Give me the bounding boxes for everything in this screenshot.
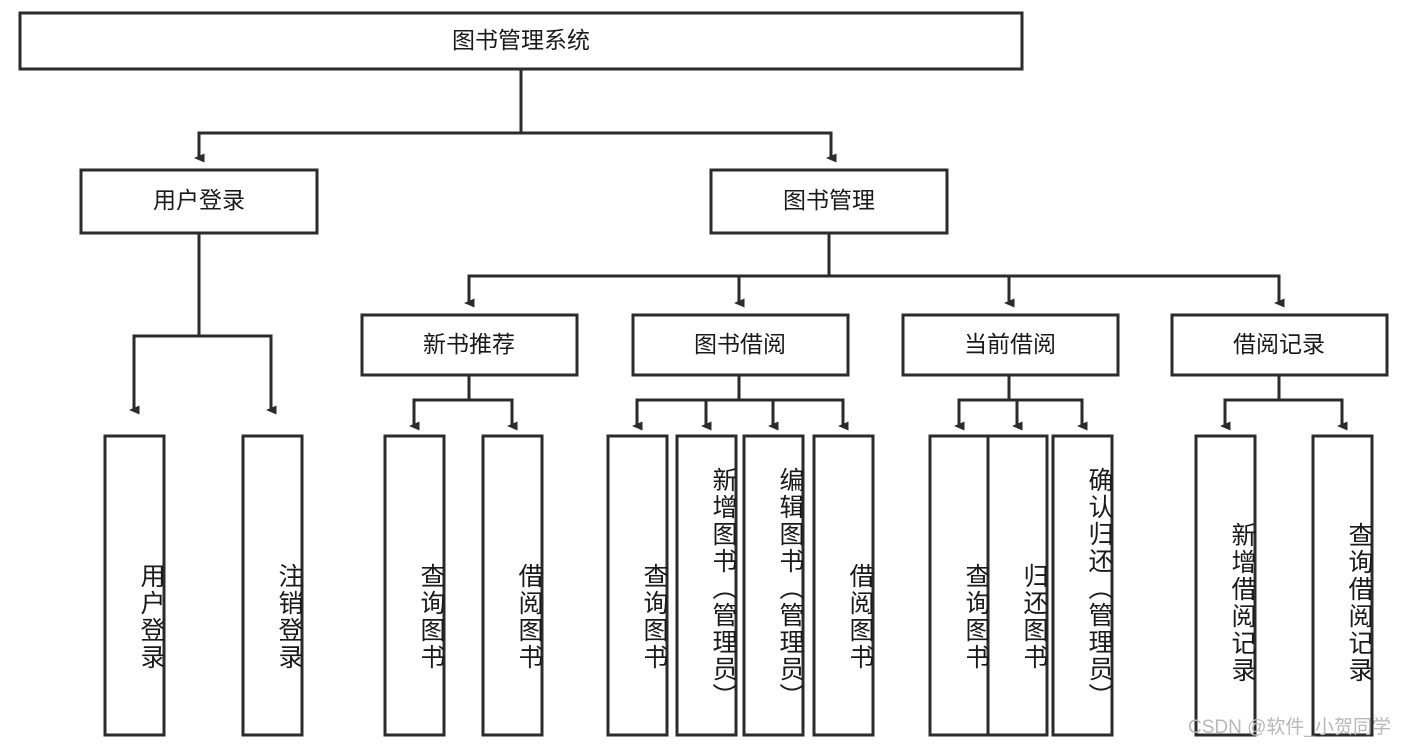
node-leaf-add-record[interactable] — [1194, 434, 1257, 737]
node-root[interactable]: 图书管理系统 — [18, 11, 1024, 71]
node-leaf-query-book-3[interactable] — [928, 434, 991, 737]
node-leaf-user-logout[interactable] — [241, 434, 304, 737]
node-leaf-edit-book[interactable] — [742, 434, 805, 737]
node-leaf-borrow-book-1[interactable] — [481, 434, 544, 737]
node-book-borrow[interactable]: 图书借阅 — [631, 313, 850, 377]
node-leaf-query-book-2[interactable] — [606, 434, 669, 737]
node-user-login[interactable]: 用户登录 — [79, 168, 319, 235]
node-leaf-query-record[interactable] — [1311, 434, 1374, 737]
node-book-manage[interactable]: 图书管理 — [709, 168, 949, 235]
node-leaf-user-login[interactable] — [103, 434, 166, 737]
connector-bookmanage-to-level3 — [464, 231, 1285, 308]
node-leaf-confirm-return[interactable] — [1051, 434, 1114, 737]
node-new-book-recommend-label: 新书推荐 — [423, 331, 515, 357]
connector-currentborrow-to-leaves — [954, 373, 1088, 431]
node-leaf-borrow-book-2[interactable] — [812, 434, 875, 737]
node-root-label: 图书管理系统 — [452, 27, 590, 53]
node-current-borrow[interactable]: 当前借阅 — [901, 313, 1120, 377]
connector-root-to-level2 — [194, 67, 837, 163]
connector-bookborrow-to-leaves — [632, 373, 849, 431]
node-new-book-recommend[interactable]: 新书推荐 — [360, 313, 579, 377]
node-current-borrow-label: 当前借阅 — [964, 331, 1056, 357]
node-book-borrow-label: 图书借阅 — [694, 331, 786, 357]
node-leaf-query-book-1[interactable] — [383, 434, 446, 737]
leaf-boxes — [103, 434, 1374, 737]
node-leaf-add-book[interactable] — [675, 434, 738, 737]
node-user-login-label: 用户登录 — [153, 187, 245, 213]
connector-userlogin-to-leaves — [129, 231, 277, 415]
node-borrow-record[interactable]: 借阅记录 — [1170, 313, 1389, 377]
connector-borrowrecord-to-leaves — [1220, 373, 1348, 431]
connector-newbook-to-leaves — [409, 373, 518, 431]
node-leaf-return-book[interactable] — [986, 434, 1049, 737]
node-book-manage-label: 图书管理 — [783, 187, 875, 213]
watermark-text: CSDN @软件_小贺同学 — [1188, 717, 1391, 738]
node-borrow-record-label: 借阅记录 — [1233, 331, 1325, 357]
